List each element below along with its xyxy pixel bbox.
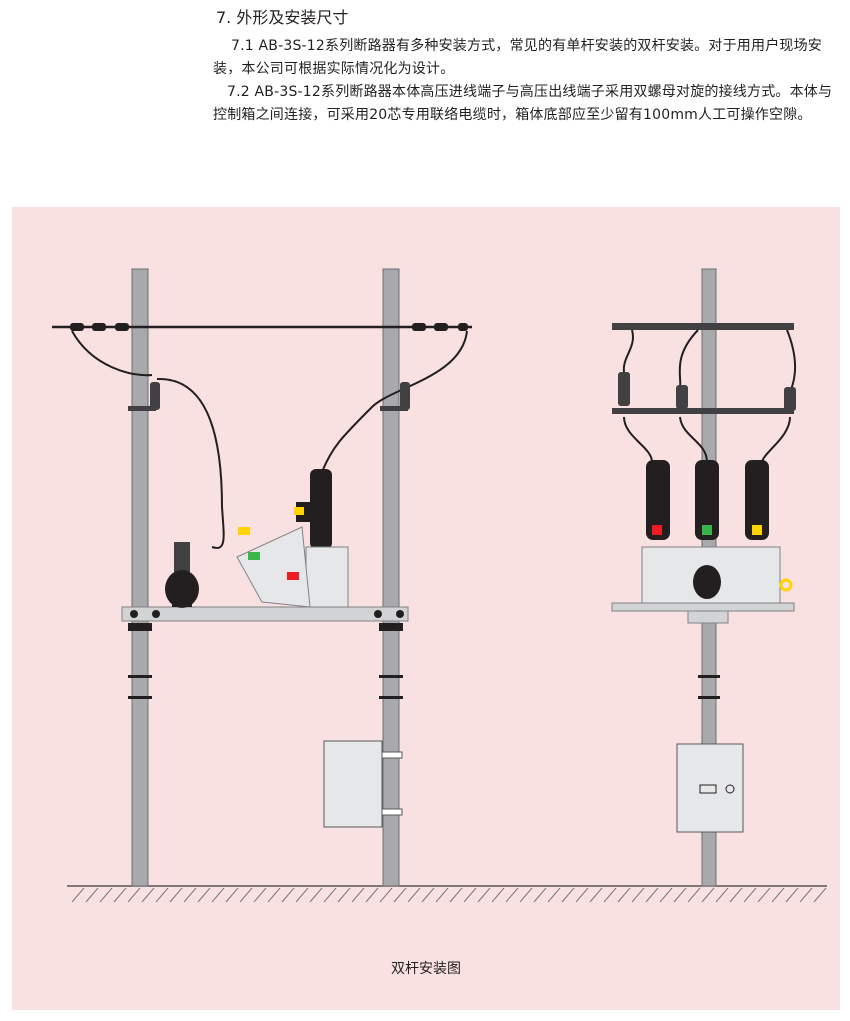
circuit-breaker-left bbox=[236, 469, 349, 608]
double-pole-installation-diagram bbox=[52, 268, 827, 903]
control-box-right bbox=[676, 743, 744, 833]
pole-left bbox=[131, 268, 149, 887]
pole-middle bbox=[382, 268, 400, 887]
circuit-breaker-right bbox=[611, 460, 795, 624]
section-heading: 7. 外形及安装尺寸 bbox=[216, 8, 349, 27]
paragraph-7-1: 7.1 AB-3S-12系列断路器有多种安装方式，常见的有单杆安装的双杆安装。对… bbox=[213, 38, 823, 77]
installation-figure: 双杆安装图 bbox=[12, 207, 840, 1010]
control-box-left bbox=[323, 740, 403, 828]
paragraph-7-2: 7.2 AB-3S-12系列断路器本体高压进线端子与高压出线端子采用双螺母对旋的… bbox=[213, 84, 833, 123]
potential-transformer bbox=[165, 542, 199, 608]
mounting-crossarm-left bbox=[121, 606, 409, 631]
line-insulators bbox=[70, 323, 468, 331]
figure-caption: 双杆安装图 bbox=[391, 961, 461, 977]
ground-line bbox=[67, 885, 827, 903]
